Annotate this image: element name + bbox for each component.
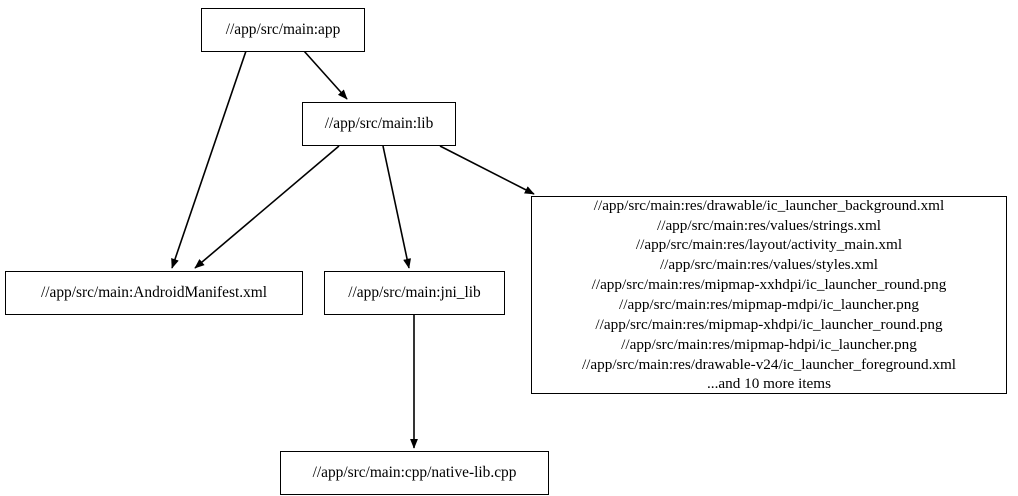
- node-jni-lib[interactable]: //app/src/main:jni_lib: [324, 271, 505, 315]
- node-resources-line: ...and 10 more items: [706, 375, 831, 393]
- node-resources-line: //app/src/main:res/mipmap-hdpi/ic_launch…: [621, 335, 917, 353]
- node-resources-line: //app/src/main:res/values/styles.xml: [659, 256, 879, 274]
- node-resources-line: //app/src/main:res/values/strings.xml: [657, 216, 881, 234]
- node-jni-lib-label: //app/src/main:jni_lib: [348, 284, 481, 302]
- edge-lib-to-resources: [439, 145, 535, 195]
- node-lib-label: //app/src/main:lib: [324, 115, 434, 133]
- node-resources-line: //app/src/main:res/mipmap-xhdpi/ic_launc…: [595, 315, 943, 333]
- node-resources-line: //app/src/main:res/mipmap-xxhdpi/ic_laun…: [591, 276, 947, 294]
- edge-app-to-lib: [303, 50, 348, 100]
- node-resources-line: //app/src/main:res/drawable/ic_launcher_…: [593, 196, 945, 214]
- node-resources-line: //app/src/main:res/layout/activity_main.…: [635, 236, 903, 254]
- node-app[interactable]: //app/src/main:app: [201, 8, 365, 52]
- node-app-label: //app/src/main:app: [225, 21, 341, 39]
- edge-lib-to-jni-lib: [382, 145, 411, 269]
- node-native-lib-cpp-label: //app/src/main:cpp/native-lib.cpp: [312, 464, 517, 482]
- node-native-lib-cpp[interactable]: //app/src/main:cpp/native-lib.cpp: [280, 451, 549, 495]
- edge-app-to-manifest: [171, 50, 247, 269]
- node-resources-group[interactable]: //app/src/main:res/drawable/ic_launcher_…: [531, 196, 1007, 394]
- edge-lib-to-manifest: [194, 145, 340, 269]
- node-resources-label-list: //app/src/main:res/drawable/ic_launcher_…: [582, 196, 956, 394]
- node-android-manifest[interactable]: //app/src/main:AndroidManifest.xml: [5, 271, 303, 315]
- node-android-manifest-label: //app/src/main:AndroidManifest.xml: [40, 284, 268, 302]
- node-resources-line: //app/src/main:res/drawable-v24/ic_launc…: [581, 355, 957, 373]
- node-resources-line: //app/src/main:res/mipmap-mdpi/ic_launch…: [619, 296, 919, 313]
- node-lib[interactable]: //app/src/main:lib: [302, 102, 456, 146]
